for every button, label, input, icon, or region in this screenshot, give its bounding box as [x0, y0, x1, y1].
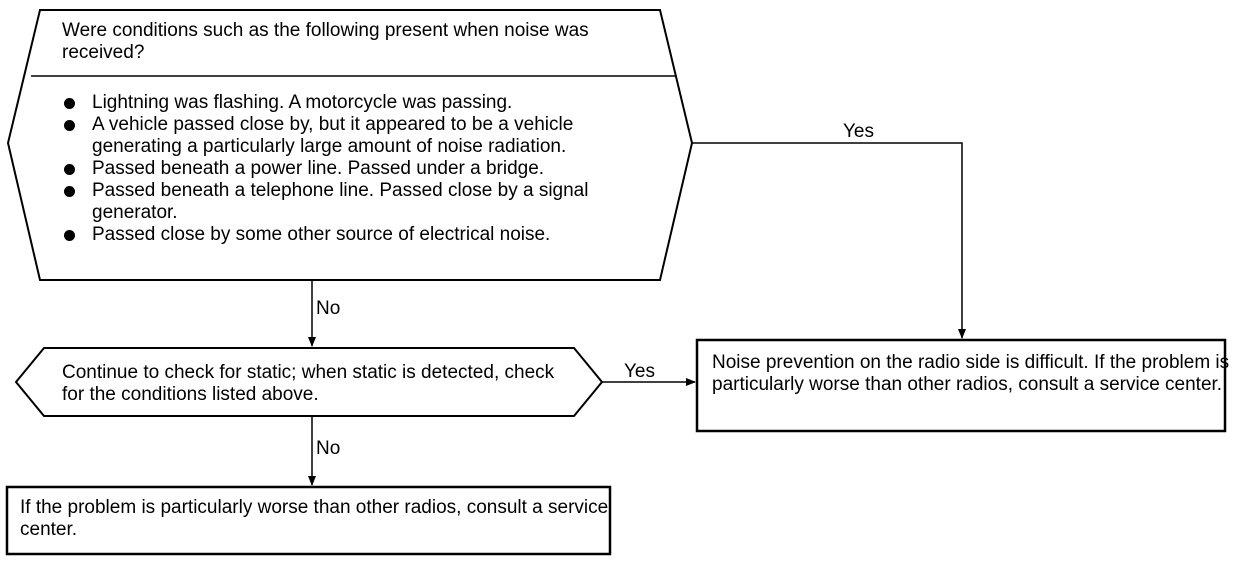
label-no-2: No — [316, 438, 341, 459]
label-yes-2: Yes — [624, 361, 655, 382]
bullet-icon — [64, 164, 75, 175]
decision-1-question: Were conditions such as the following pr… — [62, 20, 589, 63]
arrow-yes-1 — [692, 142, 966, 339]
decision-2-text: Continue to check for static; when stati… — [62, 362, 555, 405]
result-yes-box — [695, 338, 1227, 433]
decision-1-shape — [6, 9, 694, 281]
bullet-icon — [64, 98, 75, 109]
bullet-icon — [64, 120, 75, 131]
condition-item: A vehicle passed close by, but it appear… — [62, 114, 652, 158]
condition-item: Passed close by some other source of ele… — [62, 224, 652, 246]
result-no-box — [5, 485, 612, 556]
conditions-list: Lightning was flashing. A motorcycle was… — [62, 92, 652, 246]
label-no-1: No — [316, 298, 341, 319]
bullet-icon — [64, 230, 75, 241]
result-yes-text: Noise prevention on the radio side is di… — [712, 352, 1230, 395]
result-no-text: If the problem is particularly worse tha… — [20, 497, 609, 540]
condition-item: Lightning was flashing. A motorcycle was… — [62, 92, 652, 114]
decision-2-shape — [14, 347, 604, 417]
condition-item: Passed beneath a telephone line. Passed … — [62, 180, 652, 224]
condition-item: Passed beneath a power line. Passed unde… — [62, 158, 652, 180]
label-yes-1: Yes — [843, 121, 874, 142]
bullet-icon — [64, 186, 75, 197]
